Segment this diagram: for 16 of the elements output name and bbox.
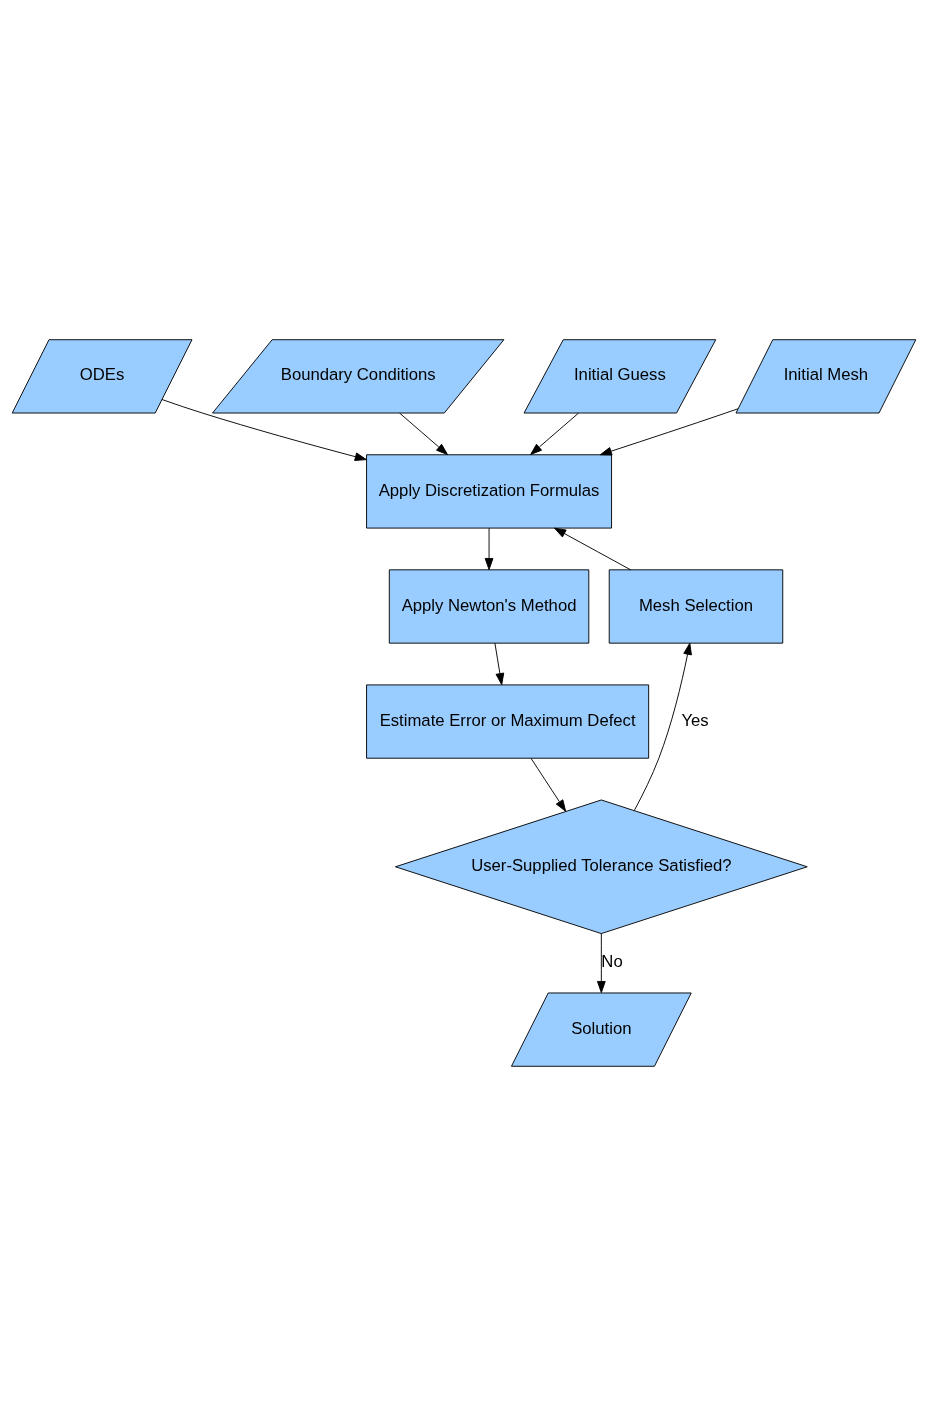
arrow (554, 527, 632, 571)
arrow (399, 412, 448, 455)
edge-label: Yes (681, 710, 709, 730)
arrow (530, 757, 567, 812)
node-box: Estimate Error or Maximum Defect (366, 684, 650, 759)
arrow (596, 933, 606, 994)
arrow (484, 527, 494, 571)
arrow (530, 412, 579, 455)
arrow (494, 642, 505, 686)
node-box: Apply Discretization Formulas (366, 454, 612, 529)
arrow (161, 399, 367, 461)
node-box: Mesh Selection (608, 569, 784, 644)
arrow (633, 642, 692, 811)
arrow (599, 408, 739, 456)
node-box: Apply Newton's Method (388, 569, 590, 644)
edge-label: No (601, 952, 623, 972)
